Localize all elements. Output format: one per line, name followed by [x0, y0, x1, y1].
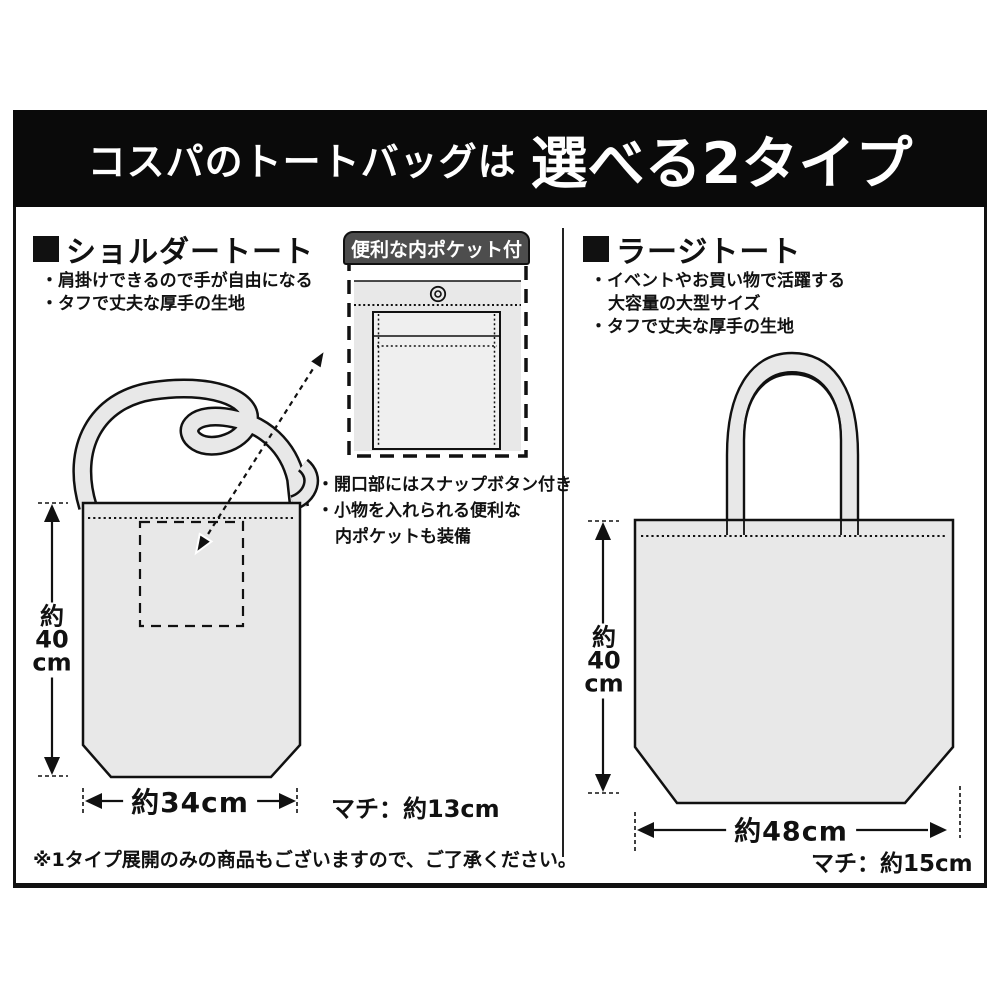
snap-button-outer [429, 285, 447, 303]
pocket-inset-diagram [347, 257, 528, 458]
large-width-arrowhead-left [637, 822, 654, 838]
snap-button-inner [434, 290, 442, 298]
shoulder-bullet-2: ・タフで丈夫な厚手の生地 [41, 294, 245, 314]
shoulder-width-label: 約34cm [123, 781, 257, 821]
inset-banner-label: 便利な内ポケット付 [350, 238, 522, 261]
pocket-connector-arrow [194, 347, 327, 556]
header-title-bold: 選べる2タイプ [530, 130, 913, 197]
strap-end-curl [290, 460, 317, 509]
connector-dashed-line [202, 360, 319, 543]
inset-pocket [372, 311, 501, 450]
large-gusset-label: マチ：約15cm [811, 851, 973, 877]
width-arrowhead-right [279, 793, 296, 809]
large-bullet-1-cont: 大容量の大型サイズ [608, 294, 761, 314]
shoulder-tote-illustration [38, 378, 320, 813]
large-height-approx: 約 [591, 623, 616, 652]
inner-pocket-outline [138, 520, 245, 628]
large-width-label: 約48cm [726, 809, 856, 849]
shoulder-gusset-label: マチ：約13cm [331, 795, 500, 823]
large-tote-heading-label: ラージトート [616, 235, 802, 270]
width-arrowhead-left [85, 793, 102, 809]
connector-arrowhead-lower [194, 532, 214, 556]
height-arrowhead-down [44, 757, 60, 775]
shoulder-tote-heading: ショルダートート [33, 227, 314, 271]
shoulder-height-approx: 約 [39, 602, 64, 631]
heading-square-icon [33, 236, 59, 262]
pocket-bullet-2-cont: 内ポケットも装備 [335, 527, 471, 547]
pocket-bullet-2: ・小物を入れられる便利な [317, 501, 521, 521]
large-width-arrowhead-right [930, 822, 947, 838]
shoulder-height-unit: cm [32, 648, 72, 677]
pocket-bullet-1: ・開口部にはスナップボタン付き [317, 475, 572, 495]
header-title-regular: コスパのトートバッグは [87, 140, 517, 184]
large-height-value: 40 [587, 646, 621, 675]
inset-banner: 便利な内ポケット付 [343, 231, 530, 265]
shoulder-height-label: 約 40 cm [30, 602, 74, 678]
large-tote-bullets: ・イベントやお買い物で活躍する 大容量の大型サイズ ・タフで丈夫な厚手の生地 [590, 270, 845, 339]
large-bullet-2: ・タフで丈夫な厚手の生地 [590, 317, 794, 337]
large-tote-handle [725, 351, 860, 524]
shoulder-bullet-1: ・肩掛けできるので手が自由になる [41, 271, 313, 291]
footer-note: ※1タイプ展開のみの商品もございますので、ご了承ください。 [33, 849, 577, 871]
large-height-unit: cm [584, 669, 624, 698]
large-tote-back-handle-arc [743, 370, 842, 441]
large-tote-heading: ラージトート [583, 227, 801, 271]
large-height-arrowhead-down [595, 774, 611, 792]
heading-square-icon [583, 236, 609, 262]
shoulder-bag-body [81, 501, 302, 779]
section-divider [562, 228, 564, 857]
height-arrowhead-up [44, 504, 60, 522]
large-tote-illustration [588, 351, 961, 851]
shoulder-height-value: 40 [35, 625, 69, 654]
large-height-arrowhead-up [595, 522, 611, 540]
connector-arrowhead-upper [307, 347, 327, 371]
shoulder-tote-heading-label: ショルダートート [66, 235, 314, 270]
pocket-feature-bullets: ・開口部にはスナップボタン付き ・小物を入れられる便利な 内ポケットも装備 [317, 472, 572, 550]
large-bullet-1: ・イベントやお買い物で活躍する [590, 271, 845, 291]
shoulder-tote-bullets: ・肩掛けできるので手が自由になる ・タフで丈夫な厚手の生地 [41, 270, 313, 316]
large-tote-body [633, 518, 955, 805]
large-height-label: 約 40 cm [582, 623, 626, 699]
header-banner: コスパのトートバッグは 選べる2タイプ [13, 110, 987, 207]
shoulder-strap [74, 380, 307, 510]
inset-top-hem [354, 270, 521, 281]
